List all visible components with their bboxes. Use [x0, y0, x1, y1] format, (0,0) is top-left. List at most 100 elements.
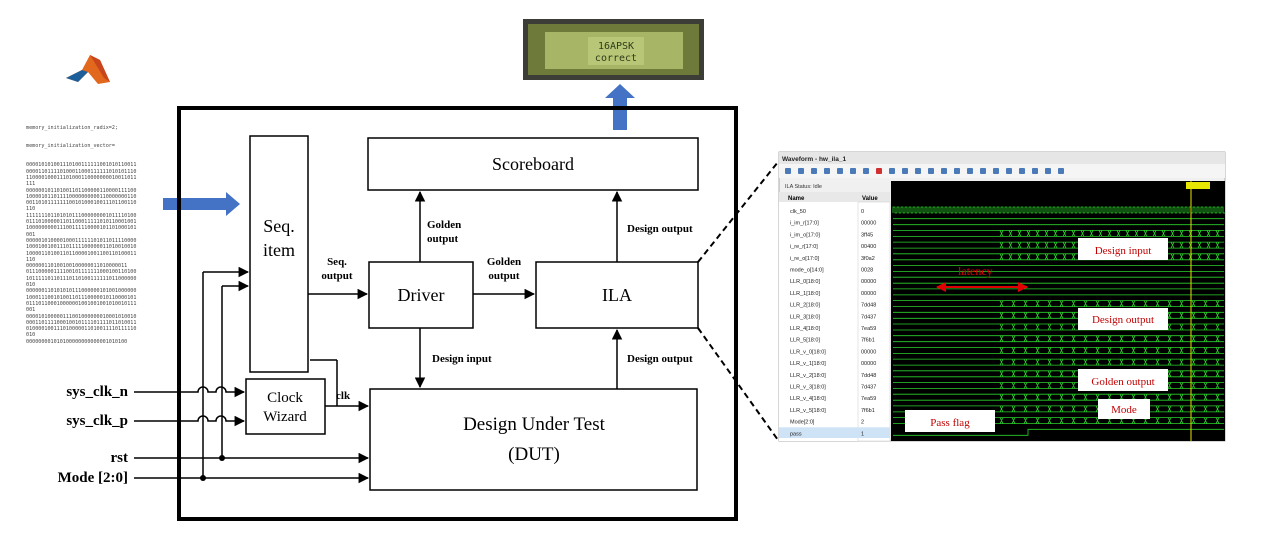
design-output-annotation: Design output	[1092, 314, 1154, 326]
signal-name: LLR_1[18:0]	[790, 291, 820, 297]
toolbar-button-icon[interactable]	[850, 168, 856, 174]
signal-name: LLR_5[18:0]	[790, 338, 820, 344]
signal-name: clk_50	[790, 209, 806, 215]
input-sys-clk-p: sys_clk_p	[66, 413, 128, 429]
toolbar-button-icon[interactable]	[863, 168, 869, 174]
memory-line: 000000101101001101100000110000111100	[26, 187, 137, 194]
toolbar-button-icon[interactable]	[993, 168, 999, 174]
toolbar-button-icon[interactable]	[798, 168, 804, 174]
signal-value: 7f6b1	[861, 338, 875, 344]
signal-value: 3f0a2	[861, 256, 875, 262]
signal-value: 7ea59	[861, 326, 876, 332]
signal-name: LLR_3[18:0]	[790, 314, 820, 320]
memory-line: 001	[26, 307, 36, 314]
fpga-boundary	[177, 106, 738, 521]
memory-line: 010	[26, 332, 36, 339]
signal-trace	[893, 230, 1224, 237]
design-input-annotation: Design input	[1095, 245, 1152, 257]
row-highlight	[779, 427, 890, 438]
scoreboard-label: Scoreboard	[492, 154, 574, 174]
toolbar-button-icon[interactable]	[915, 168, 921, 174]
toolbar-button-icon[interactable]	[1032, 168, 1038, 174]
toolbar-button-icon[interactable]	[1006, 168, 1012, 174]
toolbar-button-icon[interactable]	[824, 168, 830, 174]
lcd-line-1: 16APSK	[598, 41, 634, 52]
memory-line: 000000110100100100000011010000011	[26, 263, 128, 270]
waveform-row[interactable]: LLR_v_4[18:0] 7ea59	[790, 393, 1224, 402]
toolbar-button-icon[interactable]	[941, 168, 947, 174]
golden-output-mid-label-2: output	[488, 270, 520, 282]
signal-name: LLR_v_3[18:0]	[790, 385, 826, 391]
driver-block	[368, 261, 474, 329]
waveform-row[interactable]: LLR_2[18:0]7dd48	[790, 300, 1224, 309]
signal-trace	[893, 428, 1224, 436]
toolbar-button-icon[interactable]	[811, 168, 817, 174]
memory-line: 001	[26, 231, 36, 238]
signal-value: 7d437	[861, 314, 876, 320]
toolbar-button-icon[interactable]	[876, 168, 882, 174]
waveform-row[interactable]: i_im_o[17:0]3ff45	[790, 230, 1224, 238]
memory-line: 011100000111100101111111000100110100	[26, 269, 137, 276]
signal-trace	[893, 300, 1224, 307]
toolbar-button-icon[interactable]	[1045, 168, 1051, 174]
waveform-toolbar	[779, 164, 1225, 178]
memory-line: 000011011110100011000111111010101110	[26, 168, 137, 175]
waveform-row[interactable]: mode_o[14:0]0028	[790, 265, 1224, 274]
signal-name: LLR_0[18:0]	[790, 279, 820, 285]
signal-name: LLR_v_5[18:0]	[790, 408, 826, 414]
design-output-top-label: Design output	[627, 223, 693, 235]
memory-header-2: memory_initialization_vector=	[26, 143, 115, 150]
signal-trace	[892, 206, 1225, 214]
toolbar-button-icon[interactable]	[928, 168, 934, 174]
zoom-line-bottom	[697, 327, 779, 441]
golden-output-box	[1078, 369, 1168, 391]
memory-line: 100001011011110000000000110000000110	[26, 193, 137, 200]
signal-trace	[893, 393, 1224, 401]
wave-annotations: Design input latency Design output Golde…	[905, 238, 1168, 432]
memory-line: 100011100101001101110000010110000101	[26, 294, 137, 301]
seq-item-block	[249, 135, 309, 373]
golden-output-label-1: Golden	[427, 219, 461, 231]
memory-line: 011101000001101100011111010110001001	[26, 219, 137, 226]
waveform-row[interactable]: LLR_v_1[18:0]00000	[790, 358, 1224, 367]
memory-line: 100010010011101111100000011010010010	[26, 244, 137, 251]
signal-trace	[893, 335, 1224, 343]
waveform-row[interactable]: LLR_5[18:0] 7f6b1	[790, 335, 1224, 344]
memory-line: 010	[26, 282, 36, 289]
toolbar-button-icon[interactable]	[967, 168, 973, 174]
signal-name: i_im_r[17:0]	[790, 221, 819, 227]
waveform-window: Waveform - hw_ila_1 ILA Status: Idle Nam…	[778, 151, 1226, 442]
memory-line: 110	[26, 206, 36, 213]
toolbar-button-icon[interactable]	[954, 168, 960, 174]
ila-status: ILA Status: Idle	[785, 184, 822, 190]
signal-value: 7ea59	[861, 396, 876, 402]
waveform-row[interactable]: i_im_r[17:0]00000	[790, 218, 1224, 227]
toolbar-button-icon[interactable]	[889, 168, 895, 174]
toolbar-button-icon[interactable]	[785, 168, 791, 174]
toolbar-button-icon[interactable]	[837, 168, 843, 174]
toolbar-button-icon[interactable]	[980, 168, 986, 174]
driver-label: Driver	[398, 285, 445, 305]
signal-name: LLR_v_4[18:0]	[790, 396, 826, 402]
memory-line: 010000100111010000011010011110111110	[26, 326, 137, 333]
golden-output-mid-label-1: Golden	[487, 256, 521, 268]
memory-line: 110	[26, 256, 36, 263]
waveform-row[interactable]: Mode[2:0]2	[790, 417, 1224, 426]
signal-value: 2	[861, 420, 864, 426]
design-output-box	[1078, 308, 1168, 330]
signal-value: 1	[861, 431, 864, 437]
mode-annotation: Mode	[1111, 404, 1137, 416]
toolbar-button-icon[interactable]	[1019, 168, 1025, 174]
junction-mode	[200, 475, 206, 481]
latency-annotation: latency	[958, 264, 993, 278]
signal-name: LLR_v_2[18:0]	[790, 373, 826, 379]
golden-output-annotation: Golden output	[1091, 376, 1154, 388]
design-output-bottom-label: Design output	[627, 353, 693, 365]
toolbar-button-icon[interactable]	[1058, 168, 1064, 174]
signal-value: 7f6b1	[861, 408, 875, 414]
lcd-photo: 16APSK correct	[523, 19, 704, 80]
toolbar-button-icon[interactable]	[902, 168, 908, 174]
waveform-row[interactable]: LLR_v_0[18:0]00000	[790, 347, 1224, 355]
